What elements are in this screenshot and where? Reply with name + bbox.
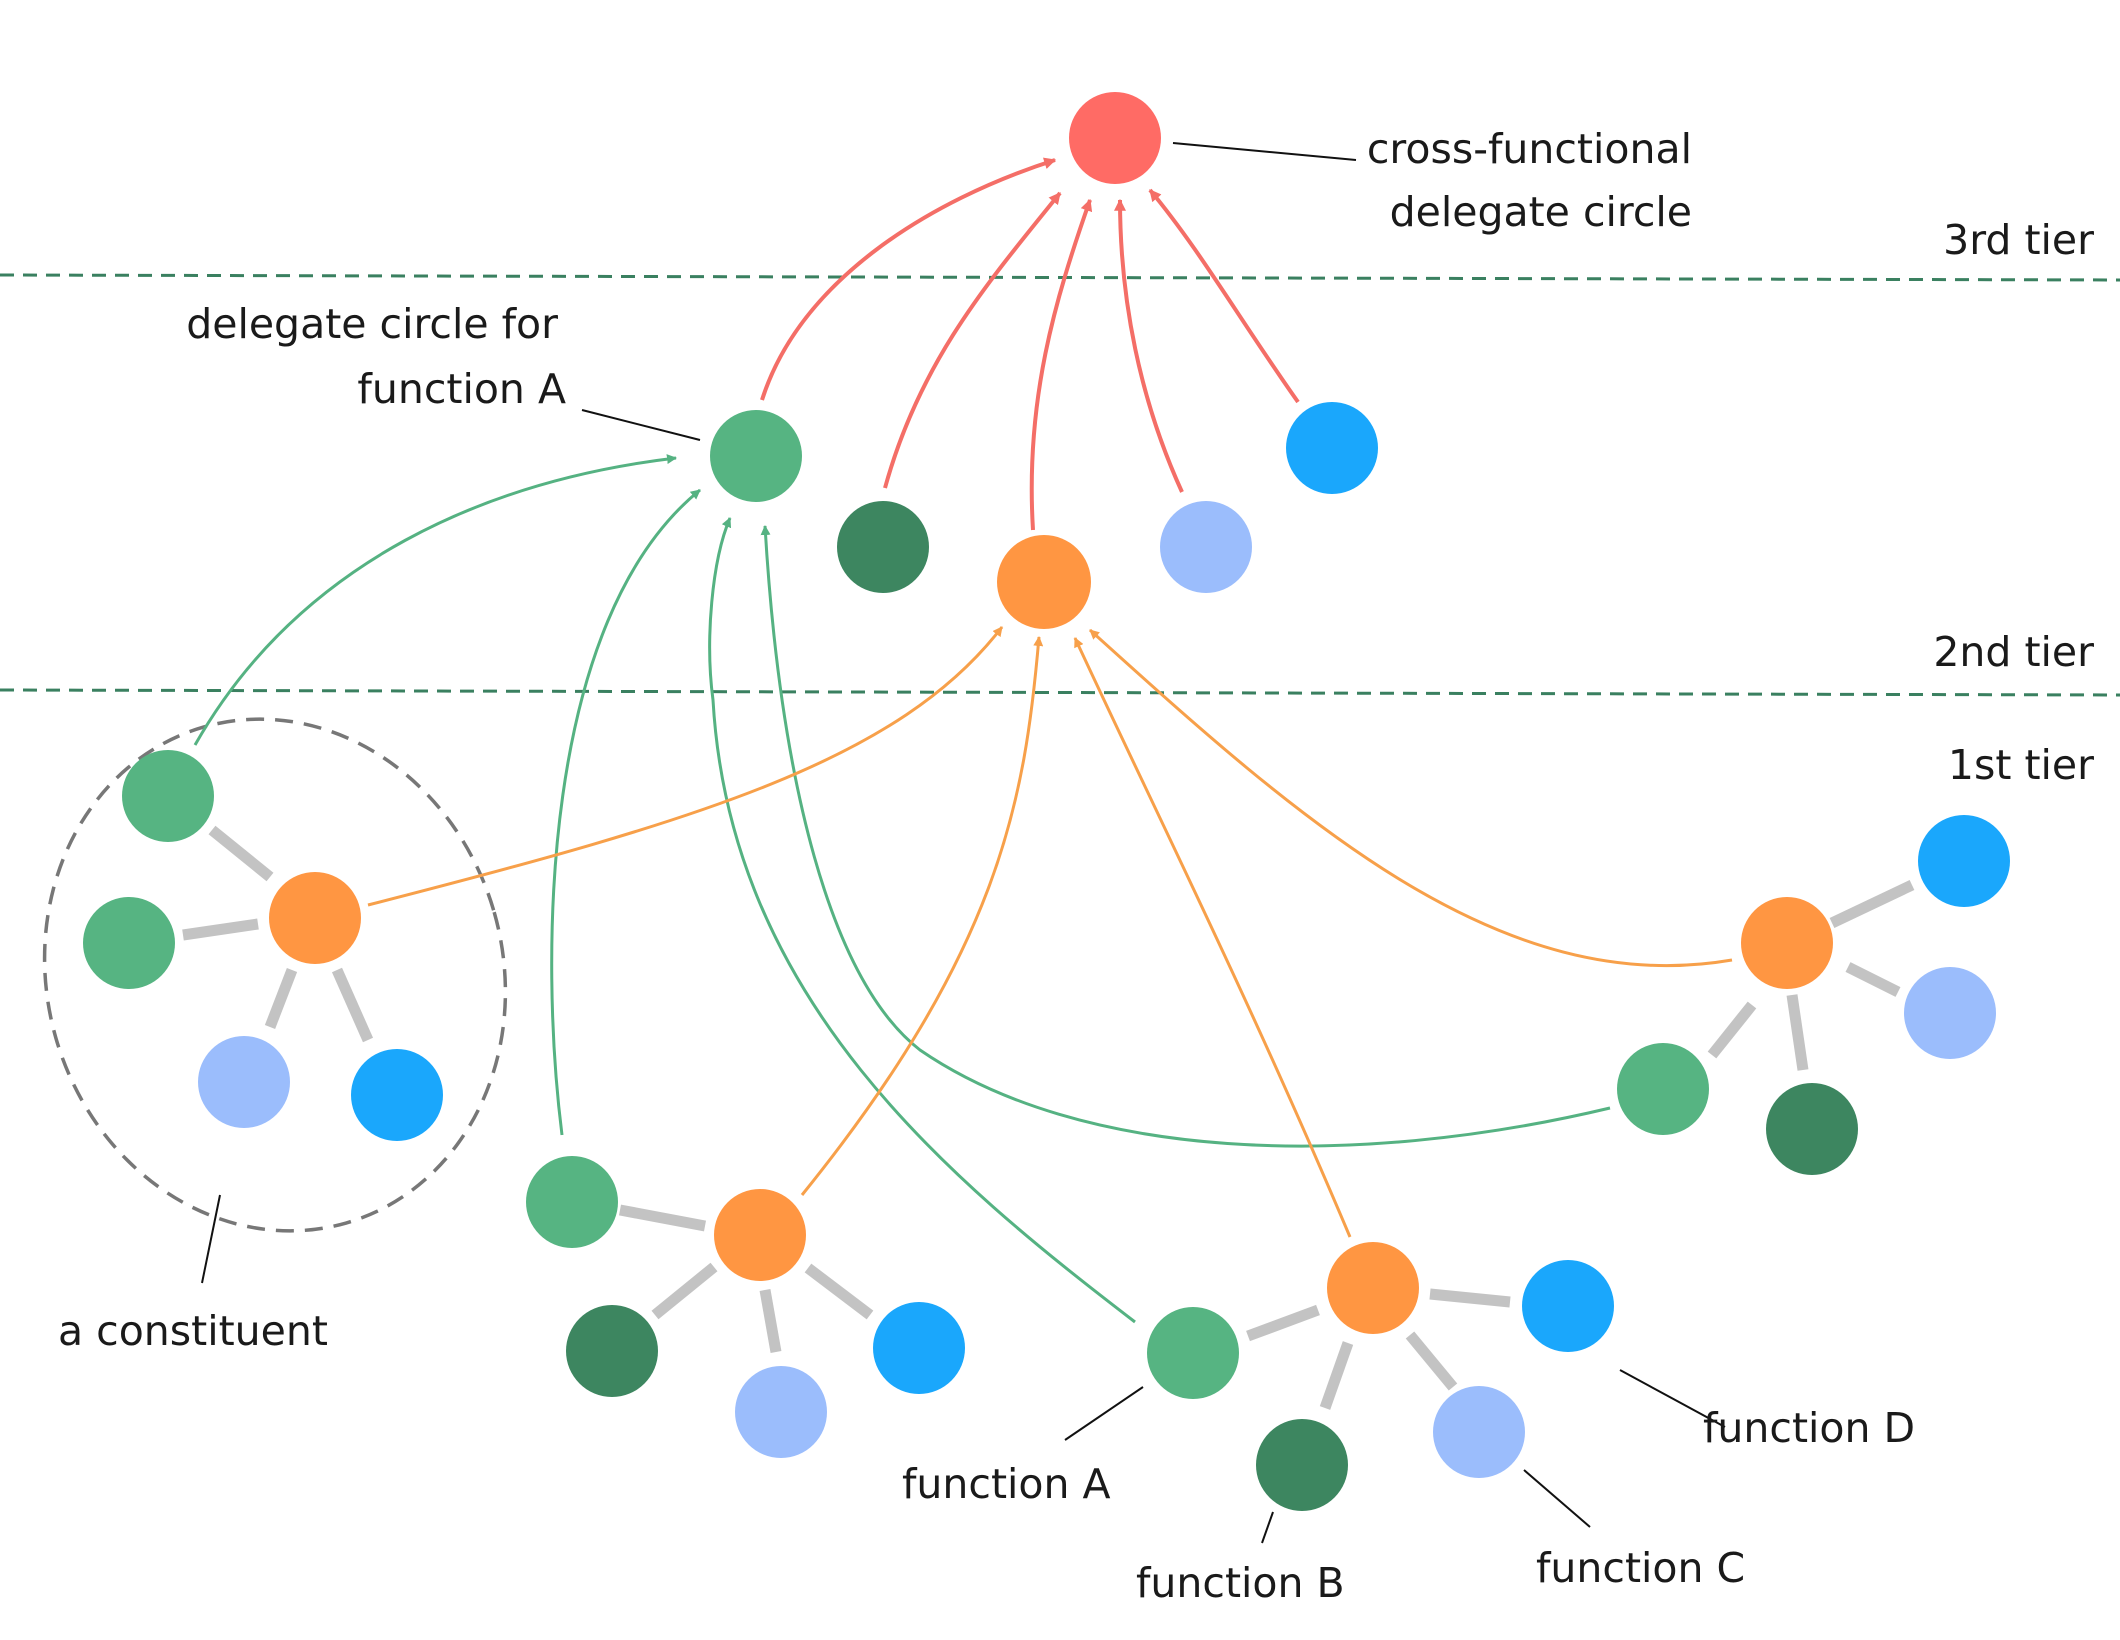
leader-cross-functional [1172, 142, 1357, 161]
constituent-label: a constituent [58, 1307, 328, 1355]
node-function-d [1918, 815, 2010, 907]
node-function-b [1256, 1419, 1348, 1511]
arrow-orange [367, 626, 1004, 907]
tier-1-label: 1st tier [1948, 741, 2094, 789]
link [182, 918, 259, 941]
link [1786, 994, 1809, 1071]
node-delegate [1741, 897, 1833, 989]
cross-functional-label-line2: delegate circle [1390, 188, 1692, 236]
arrow-red [1114, 198, 1184, 493]
function-a-arrows [193, 454, 1611, 1324]
arrow-orange [1088, 628, 1733, 968]
cross-functional-node [1069, 92, 1161, 184]
arrow-green [760, 525, 1611, 1148]
node-function-b [1766, 1083, 1858, 1175]
arrow-red [883, 191, 1062, 489]
leader-lines [201, 142, 1726, 1544]
leader-function-d [1619, 1369, 1726, 1428]
leader-constituent [201, 1194, 221, 1284]
function-a-label: function A [902, 1460, 1111, 1508]
node-function-a [1617, 1043, 1709, 1135]
link [651, 1262, 718, 1320]
link [1829, 880, 1915, 928]
delegate-a-label-line2: function A [357, 365, 566, 413]
leader-function-b [1261, 1511, 1274, 1544]
node-function-c [1433, 1386, 1525, 1478]
arrow-green [708, 517, 1136, 1324]
node-delegate [269, 872, 361, 964]
node-function-a [526, 1156, 618, 1248]
cross-functional-label-line1: cross-functional [1367, 125, 1692, 173]
node-function-b [566, 1305, 658, 1397]
node-function-d [351, 1049, 443, 1141]
node-function-c [1904, 967, 1996, 1059]
link [1246, 1304, 1320, 1342]
node-function-a [83, 897, 175, 989]
node-function-c [735, 1366, 827, 1458]
node-function-d [873, 1302, 965, 1394]
node-function-a [1147, 1307, 1239, 1399]
link [331, 967, 374, 1043]
delegate-a-label-line1: delegate circle for [186, 300, 558, 348]
link [1707, 1001, 1757, 1059]
delegate-c-node [1160, 501, 1252, 593]
delegate-b-node [837, 501, 929, 593]
leader-delegate-a [581, 409, 701, 441]
function-b-label: function B [1136, 1559, 1345, 1607]
node-delegate [1327, 1242, 1419, 1334]
node-function-c [198, 1036, 290, 1128]
leader-function-c [1523, 1469, 1591, 1528]
link [1319, 1341, 1354, 1410]
nodes [83, 92, 2010, 1511]
arrow-red [1148, 188, 1300, 404]
delegate-orange-node [997, 535, 1091, 629]
tier-3-divider [0, 273, 2120, 282]
link [264, 968, 298, 1029]
delegate-d-node [1286, 402, 1378, 494]
arrow-orange [800, 636, 1044, 1196]
node-function-a [122, 750, 214, 842]
function-c-label: function C [1536, 1544, 1745, 1592]
arrow-red [1029, 198, 1093, 531]
delegate-a-node [710, 410, 802, 502]
constituent-links [182, 825, 1915, 1410]
link [1845, 962, 1901, 997]
leader-function-a [1064, 1386, 1144, 1441]
tier-2-label: 2nd tier [1933, 628, 2094, 676]
cross-functional-arrows [760, 157, 1300, 531]
arrow-orange [1073, 637, 1352, 1238]
node-function-d [1522, 1260, 1614, 1352]
tier-3-label: 3rd tier [1943, 216, 2094, 264]
delegate-arrows [367, 626, 1733, 1238]
arrow-red [760, 157, 1057, 401]
arrow-green [193, 454, 677, 746]
tier-2-divider [0, 688, 2120, 697]
link [804, 1263, 874, 1320]
link [1429, 1288, 1511, 1308]
arrow-green [550, 488, 701, 1136]
node-delegate [714, 1189, 806, 1281]
link [618, 1204, 707, 1232]
constituent-outline [42, 717, 508, 1233]
link [1405, 1331, 1458, 1391]
link [208, 825, 274, 882]
link [759, 1289, 782, 1353]
function-d-label: function D [1703, 1404, 1915, 1452]
